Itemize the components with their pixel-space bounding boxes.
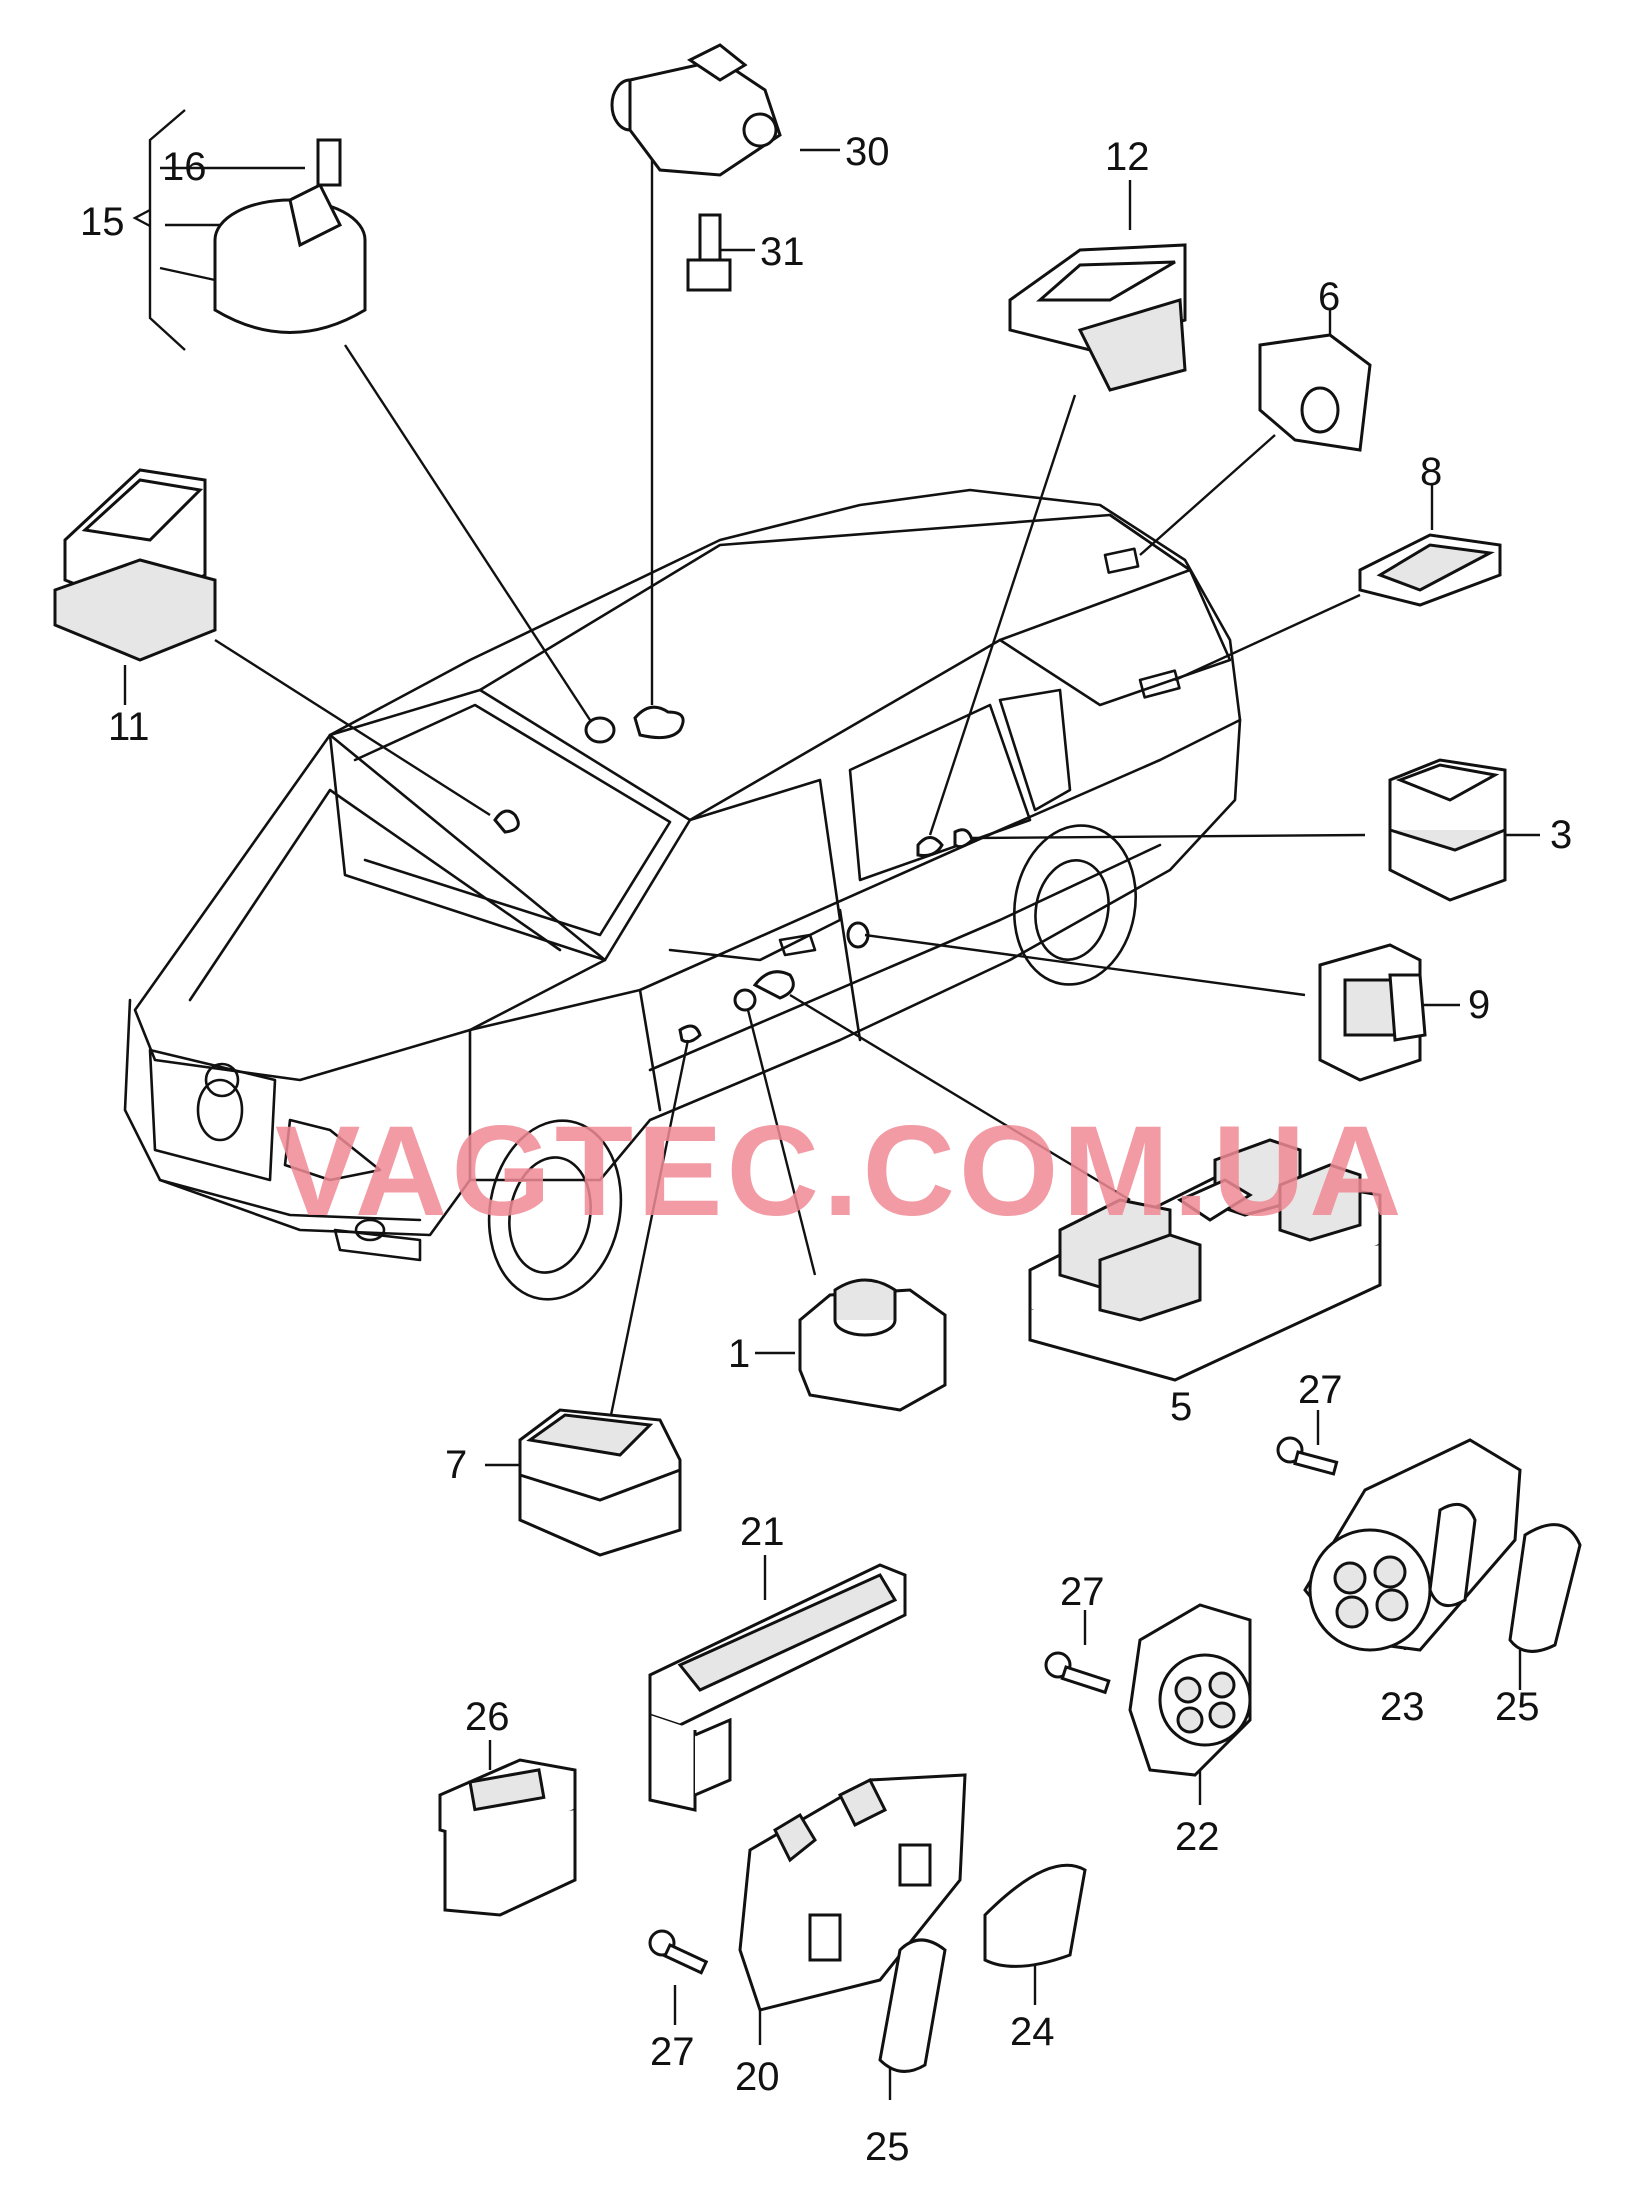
part-21-switch-panel — [648, 1563, 907, 1812]
marker-15 — [584, 716, 616, 744]
part-22-seat-switch — [1128, 1603, 1252, 1777]
marker-7 — [678, 1024, 702, 1044]
callout-9: 9 — [1468, 983, 1490, 1027]
callout-12: 12 — [1105, 135, 1150, 179]
part-20-seat-module — [738, 1773, 967, 2012]
part-8-switch — [1358, 533, 1502, 607]
marker-12 — [916, 836, 944, 857]
part-30-motor — [610, 43, 782, 177]
callout-27-top: 27 — [1298, 1368, 1343, 1412]
callout-24: 24 — [1010, 2010, 1055, 2054]
car-illustration — [123, 488, 1242, 1301]
marker-30 — [633, 705, 685, 740]
callout-1: 1 — [728, 1332, 750, 1376]
callout-3: 3 — [1550, 813, 1572, 857]
part-23-seat-switch — [1303, 1438, 1522, 1652]
part-27-screw-bottom — [648, 1929, 709, 1975]
callout-6: 6 — [1318, 275, 1340, 319]
part-31-bolt — [686, 213, 732, 292]
marker-11 — [493, 809, 520, 834]
callout-7: 7 — [445, 1443, 467, 1487]
callout-25-right: 25 — [1495, 1685, 1540, 1729]
callout-27-middle: 27 — [1060, 1570, 1105, 1614]
part-27-screw-middle — [1044, 1651, 1111, 1695]
part-24-cap — [983, 1863, 1087, 1968]
callout-20: 20 — [735, 2055, 780, 2099]
part-25-cap-right — [1508, 1523, 1582, 1653]
part-26-switch — [438, 1758, 577, 1917]
part-25-cap-bottom — [878, 1938, 947, 2073]
part-1-mirror-adjuster — [798, 1278, 947, 1412]
part-15-light-switch — [132, 109, 367, 351]
part-7-switch — [518, 1408, 682, 1557]
callout-15: 15 — [80, 200, 125, 244]
watermark-text: VAGTEC.COM.UA — [275, 1100, 1406, 1243]
marker-5 — [752, 970, 795, 1000]
part-9-switch — [1318, 943, 1427, 1082]
callout-25-bottom: 25 — [865, 2125, 910, 2169]
callout-26: 26 — [465, 1695, 510, 1739]
part-6-switch — [1258, 333, 1372, 452]
part-11-window-switch — [53, 468, 217, 662]
marker-3 — [953, 828, 974, 849]
callout-27-bottom: 27 — [650, 2030, 695, 2074]
callout-11: 11 — [108, 705, 150, 749]
part-3-switch — [1388, 758, 1507, 902]
callout-21: 21 — [740, 1510, 785, 1554]
callout-5: 5 — [1170, 1385, 1192, 1429]
marker-1 — [733, 988, 757, 1012]
part-12-switch — [1008, 243, 1187, 392]
location-markers — [493, 705, 974, 1044]
callout-22: 22 — [1175, 1815, 1220, 1859]
callout-30: 30 — [845, 130, 890, 174]
callout-23: 23 — [1380, 1685, 1425, 1729]
callout-16: 16 — [162, 145, 207, 189]
part-5-switch-block — [1028, 1138, 1382, 1382]
callout-31: 31 — [760, 230, 805, 274]
part-27-screw-top — [1276, 1436, 1339, 1476]
callout-labels: 15 16 30 31 12 6 8 11 3 9 1 5 27 7 21 27… — [80, 130, 1572, 2169]
callout-8: 8 — [1420, 450, 1442, 494]
